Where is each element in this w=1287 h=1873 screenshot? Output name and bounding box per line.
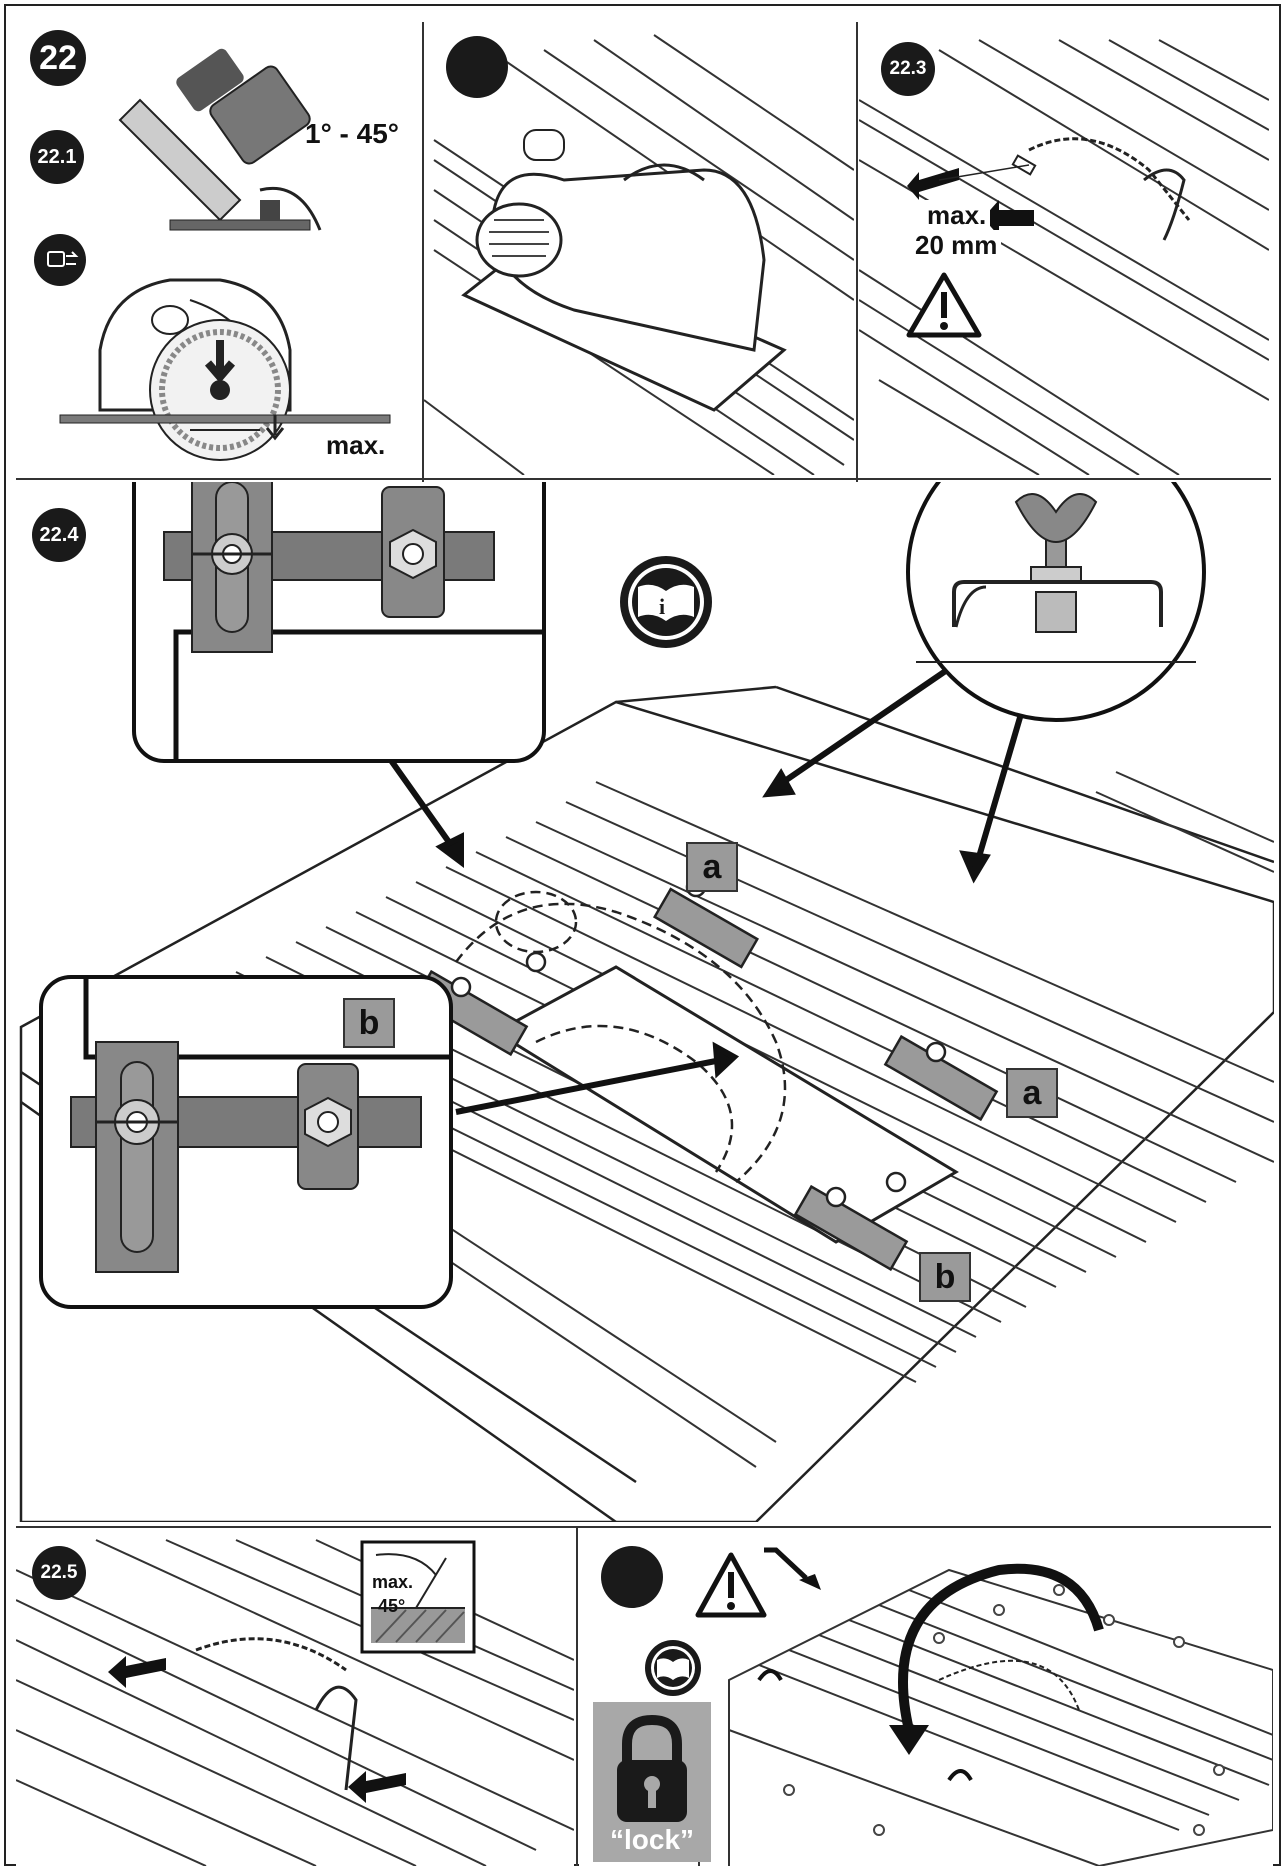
divider [16, 478, 1271, 480]
step-badge: 22.5 [32, 1546, 86, 1600]
step-badge [446, 36, 508, 98]
lock-label: “lock” [609, 1824, 695, 1855]
saw-blade-gap-diagram [859, 39, 1269, 475]
manual-page: 22 22.1 1° - 45° max. [4, 4, 1281, 1866]
step-badge [601, 1546, 663, 1608]
clamp-label-a: a [686, 842, 738, 892]
step-badge: 22.4 [32, 508, 86, 562]
clamp-label-a: a [1006, 1068, 1058, 1118]
divider [16, 1526, 1271, 1528]
panel-22-4: 22.4 a b a b i [16, 482, 1274, 1522]
bevel-angle-diagram [16, 1539, 574, 1866]
warning-icon [906, 272, 982, 338]
info-book-icon: i [620, 556, 712, 648]
angle-label: max. [372, 1572, 414, 1592]
table-flip-diagram [645, 1547, 1273, 1866]
gap-label: 20 mm [911, 230, 1002, 261]
divider [856, 22, 858, 482]
clamp-label-b: b [919, 1252, 971, 1302]
padlock-icon [617, 1714, 687, 1822]
panel-22-3: 22.3 max. 20 mm [859, 20, 1269, 475]
circular-saw-icon [34, 48, 391, 461]
divider [422, 22, 424, 482]
warning-icon [695, 1552, 767, 1618]
panel-22-5: 22.5 [16, 1530, 574, 1866]
rotate-arrow-icon [889, 1563, 1104, 1755]
step-badge: 22.3 [881, 42, 935, 96]
angle-label: 45° [378, 1596, 406, 1616]
table-assembly-diagram: i [19, 482, 1274, 1522]
clamp-label-b: b [343, 998, 395, 1048]
panel-22-2 [424, 20, 854, 475]
svg-text:i: i [659, 594, 665, 619]
divider [576, 1526, 578, 1866]
angle-label: 1° - 45° [305, 118, 399, 149]
hex-key-icon [764, 1547, 821, 1590]
panel-22: 22 22.1 1° - 45° max. [20, 20, 420, 475]
lock-panel: “lock” [593, 1702, 711, 1862]
step-badge: 22.1 [30, 130, 84, 184]
gap-label: max. [923, 200, 991, 231]
depth-label: max. [326, 430, 386, 460]
panel-22-6: “lock” [579, 1530, 1273, 1866]
info-book-icon [645, 1640, 701, 1696]
circular-saw-icon [424, 34, 854, 475]
step-badge: 22 [30, 30, 86, 86]
